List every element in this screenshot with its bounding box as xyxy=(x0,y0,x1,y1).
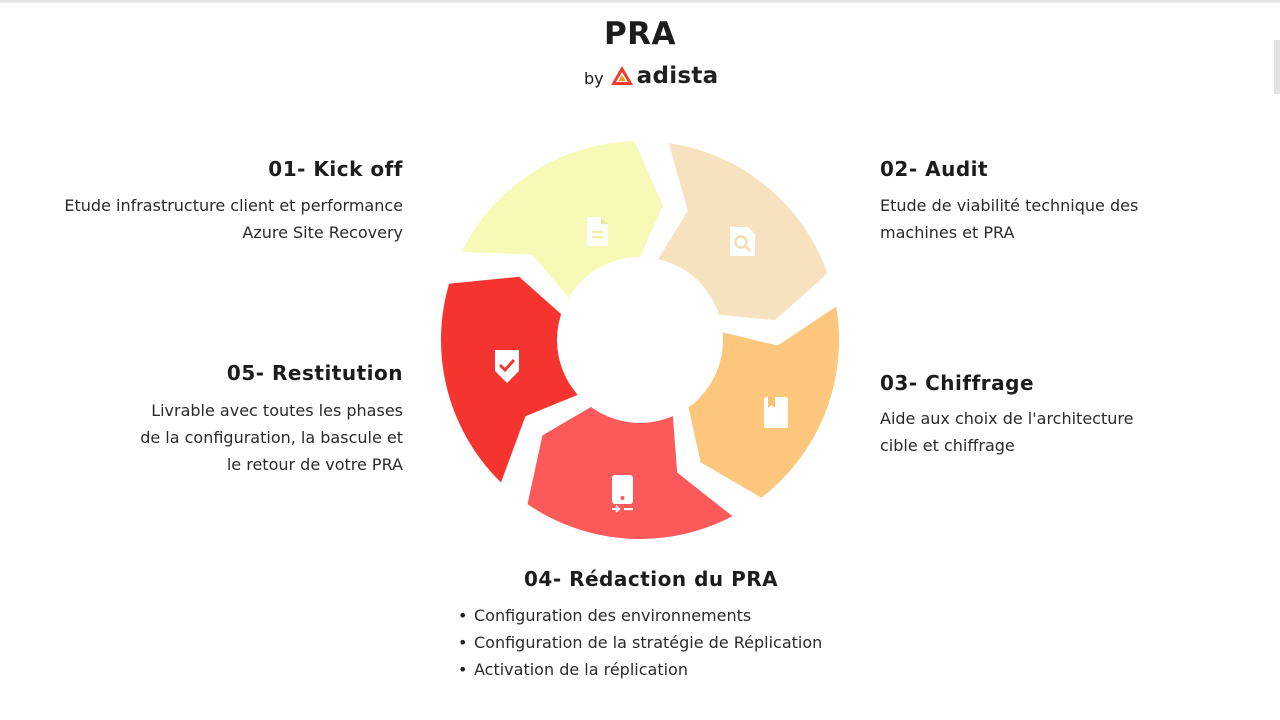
bookmark-icon xyxy=(764,397,788,428)
step-1-line: Etude infrastructure client et performan… xyxy=(64,196,403,215)
step-3-title: 03- Chiffrage xyxy=(880,371,1035,395)
search-document-icon xyxy=(730,227,755,256)
step-5-description: Livrable avec toutes les phases de la co… xyxy=(140,397,403,478)
step-3-description: Aide aux choix de l'architecture cible e… xyxy=(880,405,1133,459)
step-2-title: 02- Audit xyxy=(880,157,989,181)
step-4-title: 04- Rédaction du PRA xyxy=(524,567,779,591)
step-3-line: cible et chiffrage xyxy=(880,436,1015,455)
step-1-title: 01- Kick off xyxy=(268,157,403,181)
cycle-diagram xyxy=(435,135,845,545)
document-icon xyxy=(587,217,608,246)
adista-logo-icon xyxy=(610,66,633,85)
step-2-line: machines et PRA xyxy=(880,223,1015,242)
step-2-line: Etude de viabilité technique des xyxy=(880,196,1139,215)
step-5-line: de la configuration, la bascule et xyxy=(140,428,403,447)
step-3-line: Aide aux choix de l'architecture xyxy=(880,409,1134,428)
step-1-description: Etude infrastructure client et performan… xyxy=(64,192,403,246)
step-1-line: Azure Site Recovery xyxy=(242,223,403,242)
brand-name: adista xyxy=(636,63,719,89)
list-item: Activation de la réplication xyxy=(458,656,822,683)
step-2-description: Etude de viabilité technique des machine… xyxy=(880,192,1138,246)
step-5-line: le retour de votre PRA xyxy=(226,455,403,474)
list-item: Configuration de la stratégie de Réplica… xyxy=(458,629,822,656)
right-edge-scrollbar xyxy=(1274,40,1280,94)
byline-by: by xyxy=(584,68,604,88)
center-hole xyxy=(557,257,723,423)
list-item: Configuration des environnements xyxy=(458,602,822,629)
device-transfer-icon xyxy=(612,475,633,513)
page-title: PRA xyxy=(603,16,677,52)
step-4-bullet-list: Configuration des environnements Configu… xyxy=(458,602,822,683)
step-5-title: 05- Restitution xyxy=(226,361,403,385)
byline: by adista xyxy=(584,60,719,92)
step-5-line: Livrable avec toutes les phases xyxy=(151,401,403,420)
top-border xyxy=(0,0,1280,3)
shield-check-icon xyxy=(495,350,519,383)
